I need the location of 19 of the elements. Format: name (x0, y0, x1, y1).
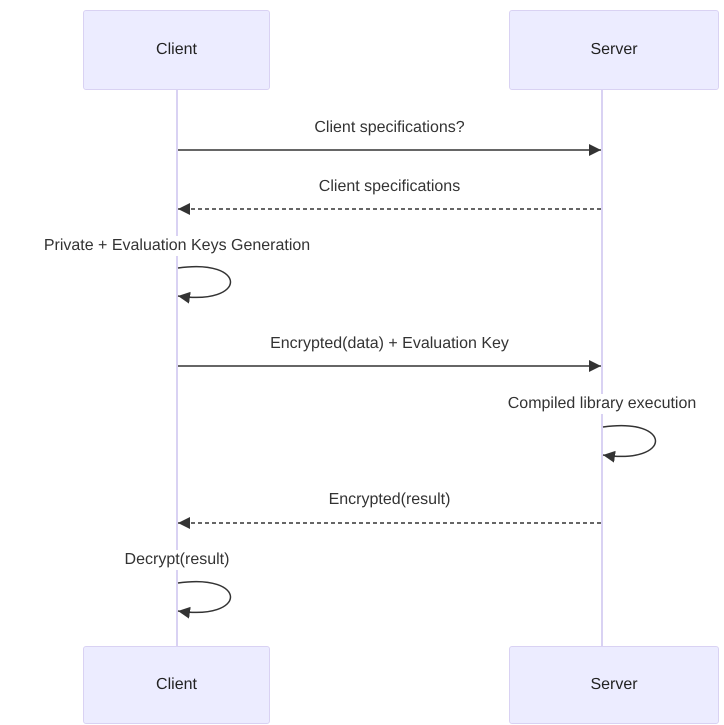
edge-label: Client specifications? (312, 118, 467, 138)
edge-label: Decrypt(result) (122, 550, 232, 570)
participant-box: Server (509, 646, 719, 724)
self-message-arrow (602, 424, 656, 462)
lifeline (176, 90, 178, 646)
edge-label: Encrypted(data) + Evaluation Key (268, 334, 511, 354)
message-arrow (178, 144, 601, 156)
edge-label: Client specifications (316, 177, 462, 197)
self-message-arrow (178, 266, 232, 303)
participant-box: Client (83, 646, 270, 724)
participant-box: Server (509, 10, 719, 90)
lifeline (601, 90, 603, 646)
self-message-arrow (178, 580, 232, 618)
edge-label: Encrypted(result) (326, 490, 452, 510)
message-arrow (178, 203, 601, 215)
message-arrow (178, 517, 601, 529)
edge-label: Compiled library execution (506, 394, 698, 414)
message-arrow (178, 360, 601, 372)
participant-box: Client (83, 10, 270, 90)
